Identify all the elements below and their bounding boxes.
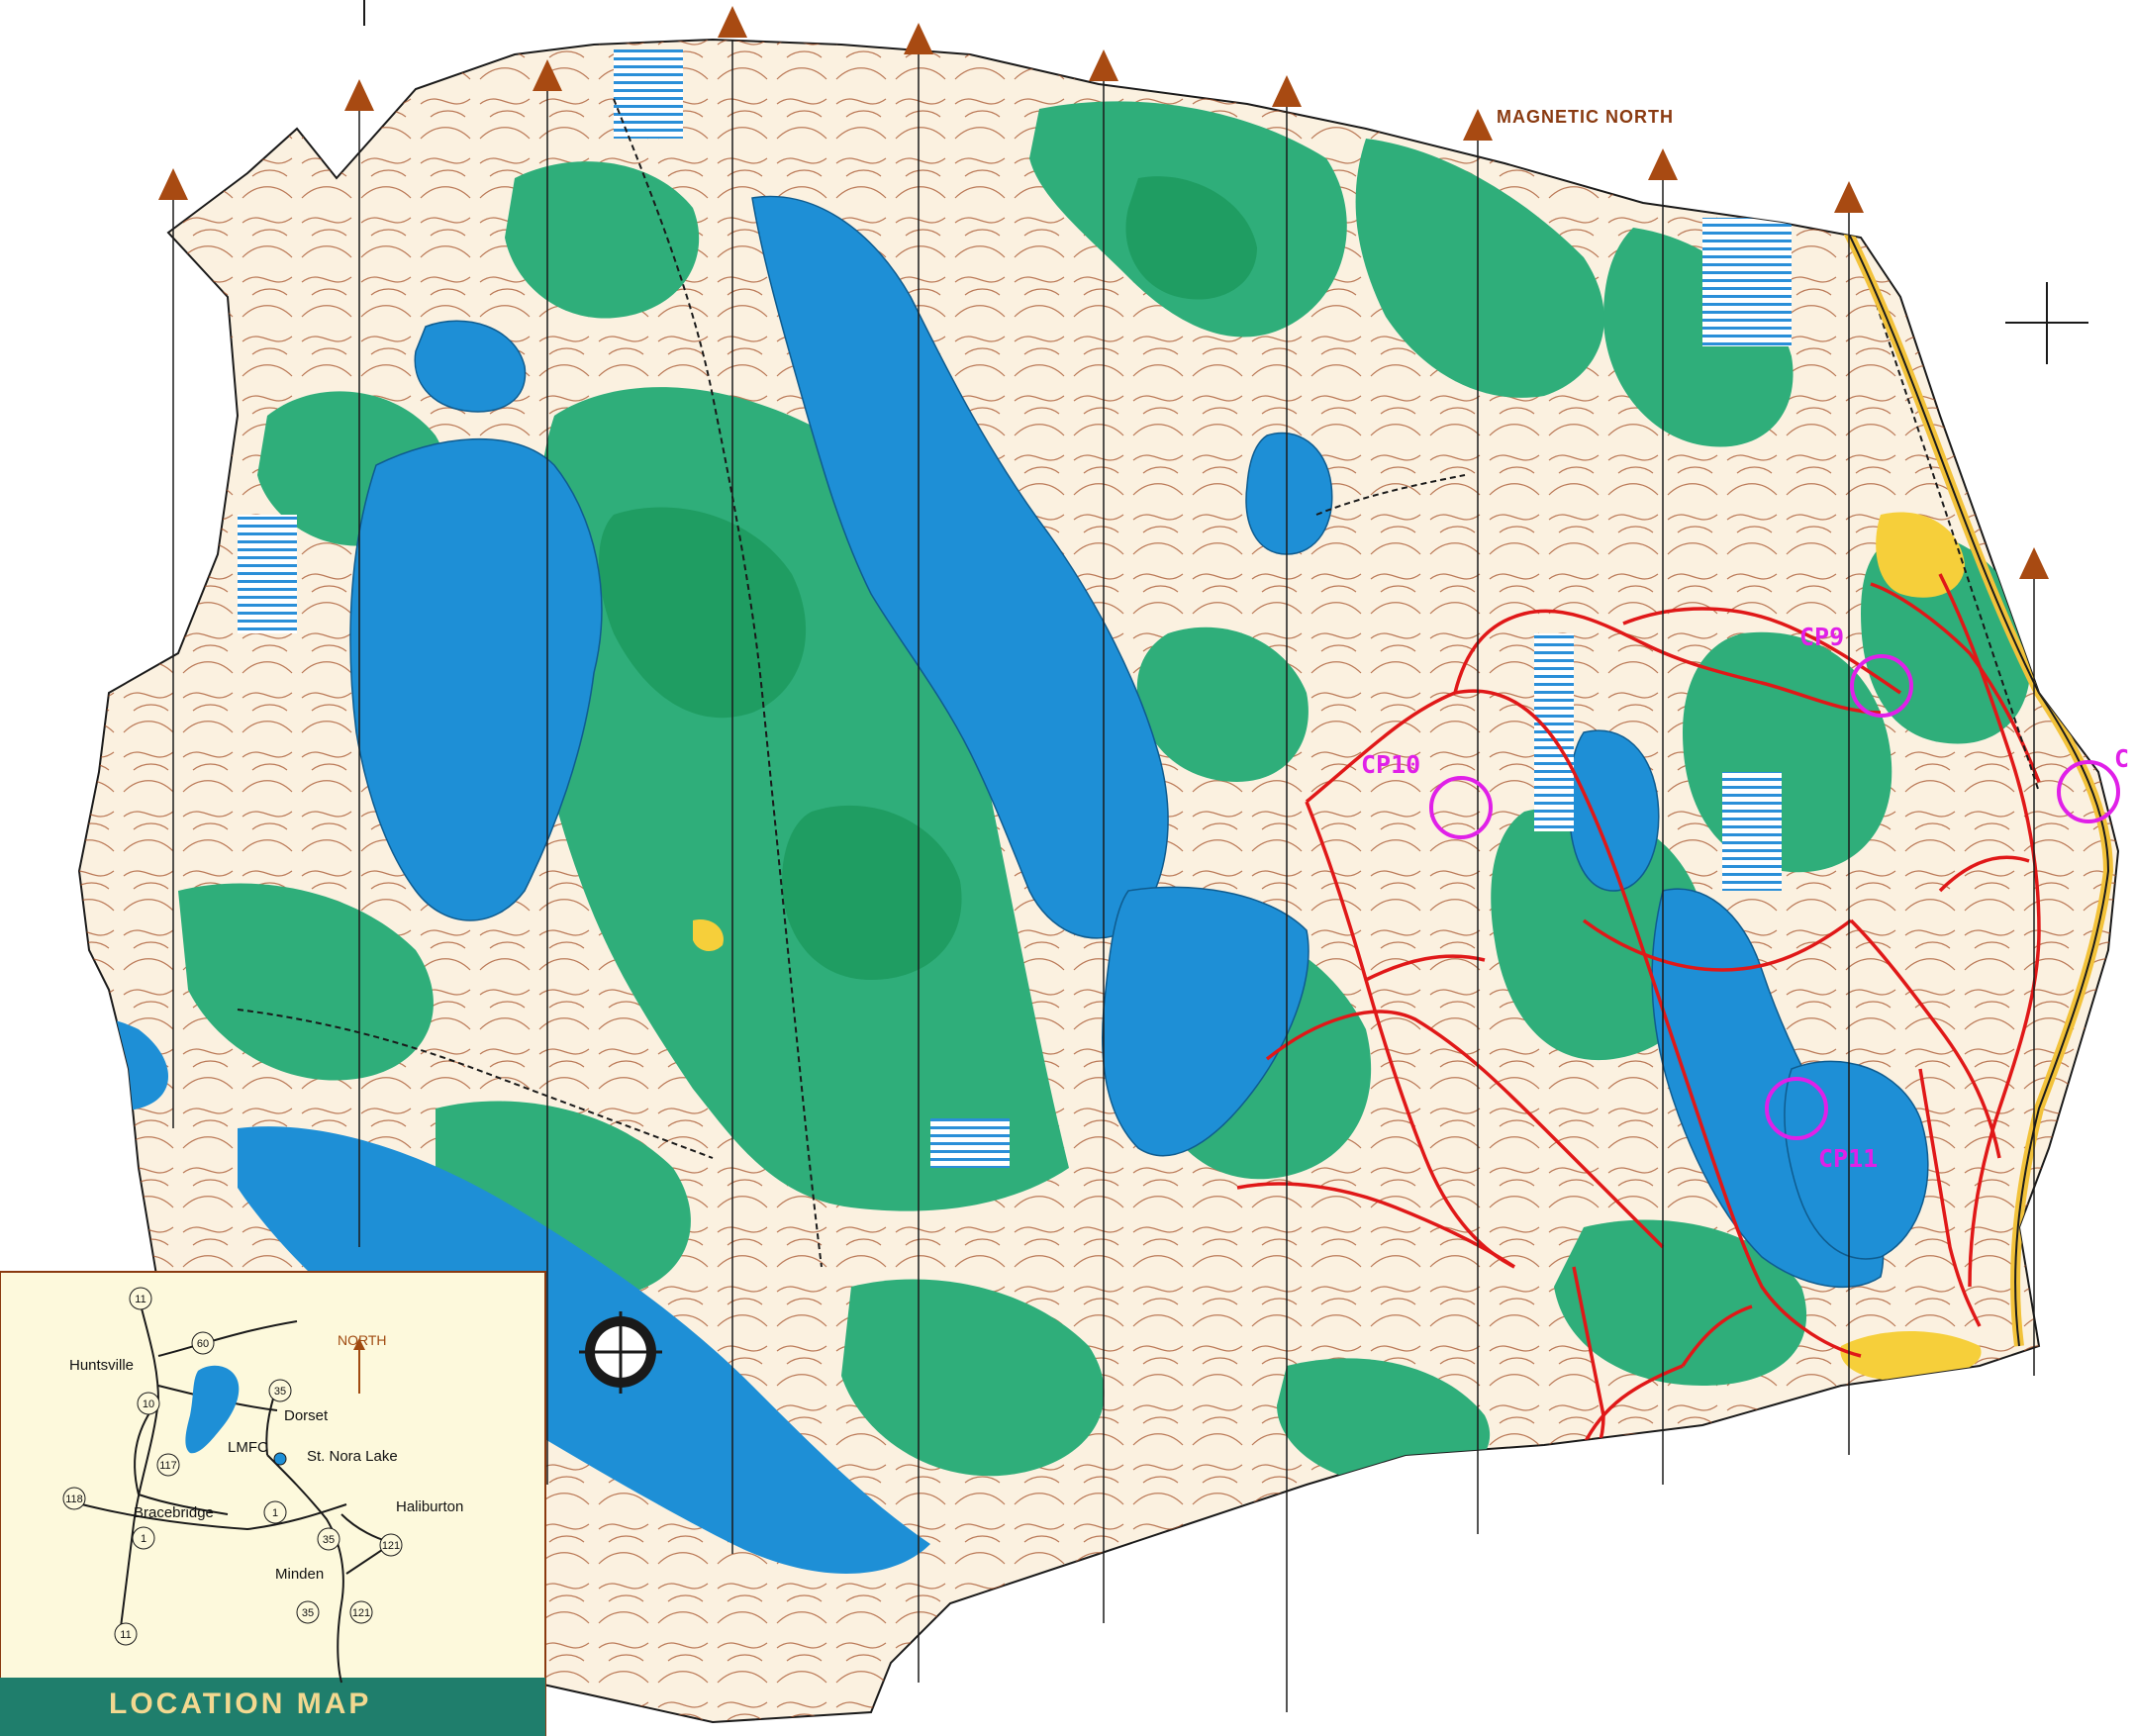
location-lake [185,1365,240,1454]
road-outline [1840,217,2110,1347]
large-lake-west [349,437,603,921]
location-map-title: LOCATION MAP [109,1688,371,1720]
lake-southwest [238,1126,930,1574]
registration-cross-ne [2005,282,2088,364]
checkpoint-cp10-circle [1429,776,1493,839]
checkpoint-c-label: C [2114,744,2129,773]
road-number-35-south: 35 [302,1607,314,1619]
road-number-35-mid: 35 [323,1534,335,1546]
location-north-arrow [353,1338,365,1394]
place-lmfc: LMFC [228,1439,268,1456]
marsh-areas [79,49,1792,1168]
long-lake-central [751,195,1169,939]
checkpoint-cp9-circle [1850,654,1913,718]
place-dorset: Dorset [284,1407,329,1424]
checkpoint-circles [1429,654,2120,1140]
magnetic-north-lines [158,6,2049,1712]
lakes [349,195,1929,1289]
road-number-35-north: 35 [274,1386,286,1398]
place-st-nora-lake: St. Nora Lake [307,1448,398,1465]
road-number-121-south: 121 [352,1607,370,1619]
road-number-1-east: 1 [272,1507,278,1519]
lake-east-small [1784,1060,1929,1260]
checkpoint-cp11-circle [1765,1077,1828,1140]
road-number-11-south: 11 [120,1629,131,1641]
checkpoint-c-circle [2057,760,2120,823]
road-number-10: 10 [143,1398,154,1410]
checkpoint-cp11-label: CP11 [1818,1144,1878,1173]
location-map-inset: LOCATION MAP [0,1271,546,1736]
magnetic-north-label: MAGNETIC NORTH [1497,107,1674,127]
road-number-121-north: 121 [382,1540,400,1552]
place-haliburton: Haliburton [396,1498,463,1515]
place-bracebridge: Bracebridge [134,1504,214,1521]
location-north-label: NORTH [338,1332,387,1348]
road-number-1-west: 1 [141,1533,146,1545]
place-huntsville: Huntsville [69,1357,134,1374]
trails [237,98,2040,1268]
registration-target-sw [579,1311,662,1394]
place-minden: Minden [275,1566,324,1583]
road-number-118: 118 [65,1494,83,1505]
location-lmfc-marker [273,1452,287,1466]
checkpoint-cp10-label: CP10 [1361,750,1420,779]
location-map-banner [0,1678,545,1736]
road-number-11-north: 11 [135,1294,146,1305]
road-number-117: 117 [159,1460,177,1472]
dense-forest-areas [599,176,1257,980]
checkpoint-cp9-label: CP9 [1799,623,1844,651]
road-number-60: 60 [197,1338,209,1350]
